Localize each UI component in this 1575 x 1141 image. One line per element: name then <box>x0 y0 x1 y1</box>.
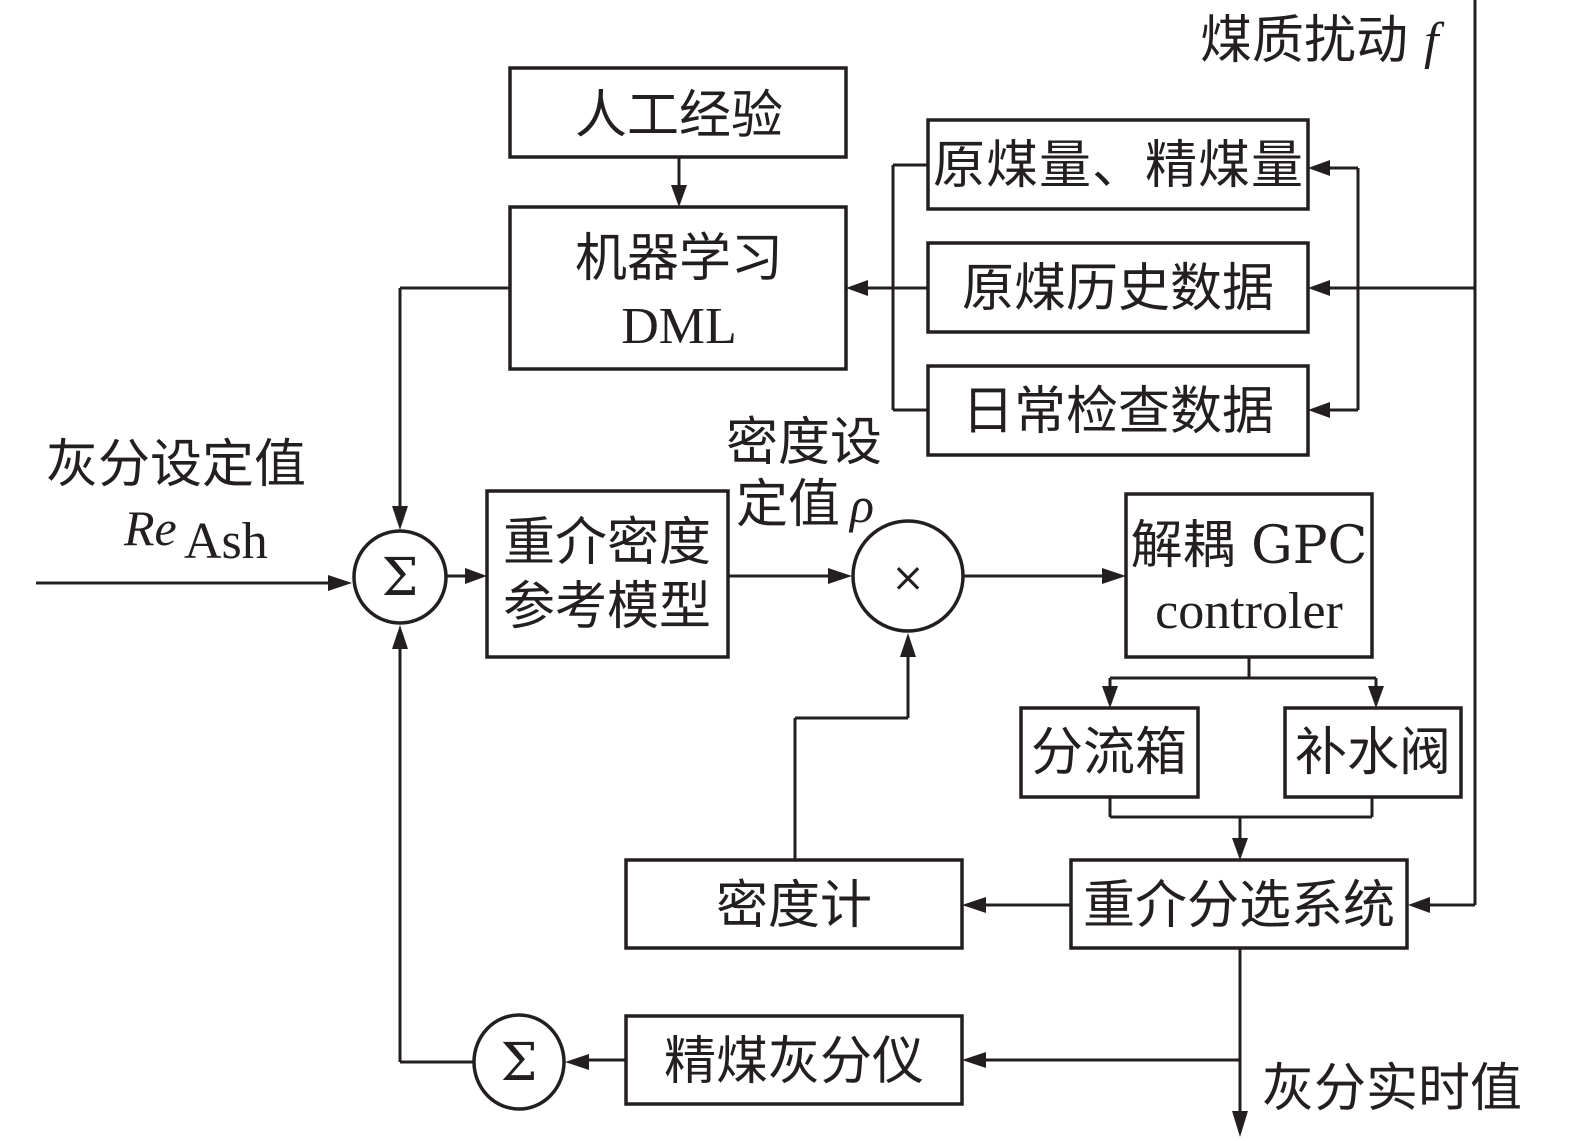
disturbance-label: 煤质扰动 <box>1200 11 1408 71</box>
arrow-into-ml-top <box>671 185 687 207</box>
gpc-label-2: controler <box>1155 583 1343 640</box>
arrow-into-sum-bottom <box>392 625 408 649</box>
label-disturbance: 煤质扰动 f <box>1200 11 1445 71</box>
block-separation-system: 重介分选系统 <box>1069 858 1409 950</box>
arrow-into-densimeter <box>962 897 986 913</box>
sum-junction-main: Σ <box>352 529 448 625</box>
arrow-into-analyzer <box>962 1052 986 1068</box>
block-gpc-controller: 解耦 GPC controler <box>1124 492 1374 659</box>
arrow-into-splitter <box>1102 686 1118 708</box>
block-raw-coal-history: 原煤历史数据 <box>926 241 1310 334</box>
arrow-into-sum-left <box>328 575 352 591</box>
dml-label: DML <box>621 298 737 355</box>
ash-setpoint-subscript: Ash <box>184 513 268 570</box>
arrow-into-multiply-bottom <box>900 633 916 657</box>
label-density-setpoint: 密度设 定值 ρ <box>726 413 882 535</box>
arrow-into-history <box>1308 280 1330 296</box>
multiply-symbol: × <box>891 555 925 601</box>
label-ash-realtime: 灰分实时值 <box>1262 1059 1522 1119</box>
ash-setpoint-label: 灰分设定值 <box>46 435 306 495</box>
separation-system-label: 重介分选系统 <box>1083 876 1395 936</box>
raw-coal-history-label: 原煤历史数据 <box>962 259 1274 319</box>
densimeter-label: 密度计 <box>716 876 872 936</box>
arrow-into-sum2 <box>565 1054 589 1070</box>
ash-setpoint-variable: Re <box>123 500 177 556</box>
sum-symbol-feedback: Σ <box>501 1033 538 1093</box>
ash-realtime-label: 灰分实时值 <box>1262 1059 1522 1119</box>
arrow-into-raw-clean <box>1308 160 1330 176</box>
multiply-junction: × <box>851 519 965 633</box>
block-machine-learning: 机器学习 DML <box>508 205 848 371</box>
arrow-into-separation-top <box>1232 838 1248 860</box>
water-valve-label: 补水阀 <box>1295 723 1451 783</box>
density-setpoint-label-2: 定值 <box>736 475 840 535</box>
block-density-model: 重介密度 参考模型 <box>485 489 730 659</box>
block-densimeter: 密度计 <box>624 858 964 950</box>
daily-inspection-label: 日常检查数据 <box>962 382 1274 442</box>
density-variable: ρ <box>848 477 874 533</box>
arrow-into-model <box>465 568 487 584</box>
density-model-label-2: 参考模型 <box>503 577 711 637</box>
block-splitter-box: 分流箱 <box>1019 706 1200 799</box>
arrow-into-valve <box>1368 686 1384 708</box>
arrow-into-sum-top <box>392 506 408 530</box>
density-setpoint-label-1: 密度设 <box>726 413 882 473</box>
block-manual-experience: 人工经验 <box>508 66 848 159</box>
arrow-into-multiply <box>828 568 852 584</box>
splitter-box-label: 分流箱 <box>1031 723 1187 783</box>
sum-junction-feedback: Σ <box>472 1013 566 1111</box>
gpc-label-1: 解耦 GPC <box>1131 516 1368 576</box>
manual-experience-label: 人工经验 <box>575 86 783 146</box>
arrowheads <box>328 160 1430 1137</box>
connections <box>36 0 1477 1115</box>
disturbance-variable: f <box>1424 13 1445 70</box>
label-ash-setpoint: 灰分设定值 Re Ash <box>46 435 306 570</box>
arrow-into-separation <box>1408 897 1430 913</box>
arrow-into-daily <box>1308 402 1330 418</box>
block-raw-clean-coal-amount: 原煤量、精煤量 <box>926 118 1310 211</box>
sum-symbol: Σ <box>382 548 419 608</box>
block-daily-inspection: 日常检查数据 <box>926 364 1310 457</box>
machine-learning-label: 机器学习 <box>575 229 783 289</box>
block-water-valve: 补水阀 <box>1283 706 1463 799</box>
arrow-output <box>1232 1111 1248 1137</box>
density-model-label-1: 重介密度 <box>503 513 711 573</box>
raw-clean-coal-label: 原煤量、精煤量 <box>933 136 1303 196</box>
arrow-into-gpc <box>1102 568 1126 584</box>
block-ash-analyzer: 精煤灰分仪 <box>624 1014 964 1106</box>
arrow-into-ml <box>846 280 868 296</box>
ash-analyzer-label: 精煤灰分仪 <box>664 1032 924 1092</box>
